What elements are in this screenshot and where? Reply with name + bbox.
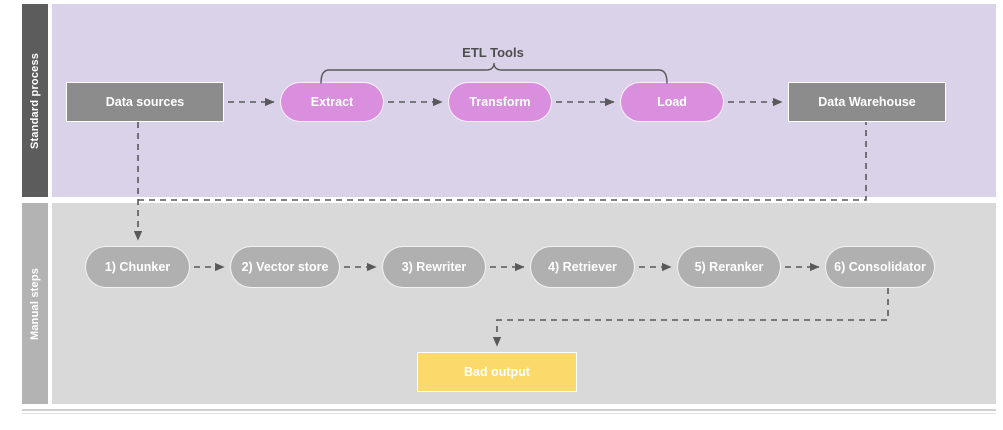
bottom-divider-1 — [22, 409, 996, 411]
lane-label-standard-process: Standard process — [22, 4, 48, 197]
node-data-warehouse[interactable]: Data Warehouse — [788, 82, 946, 122]
node-vector-store[interactable]: 2) Vector store — [230, 246, 340, 288]
node-load[interactable]: Load — [620, 82, 724, 122]
node-consolidator[interactable]: 6) Consolidator — [825, 246, 935, 288]
node-bad-output[interactable]: Bad output — [417, 352, 577, 392]
node-data-sources[interactable]: Data sources — [66, 82, 224, 122]
node-reranker[interactable]: 5) Reranker — [677, 246, 781, 288]
node-rewriter[interactable]: 3) Rewriter — [382, 246, 486, 288]
node-retriever[interactable]: 4) Retriever — [530, 246, 635, 288]
node-chunker[interactable]: 1) Chunker — [85, 246, 190, 288]
node-extract[interactable]: Extract — [280, 82, 384, 122]
node-transform[interactable]: Transform — [448, 82, 552, 122]
lane-label-manual-steps: Manual steps — [22, 203, 48, 404]
etl-tools-label: ETL Tools — [462, 45, 524, 60]
bottom-divider-2 — [22, 413, 996, 414]
